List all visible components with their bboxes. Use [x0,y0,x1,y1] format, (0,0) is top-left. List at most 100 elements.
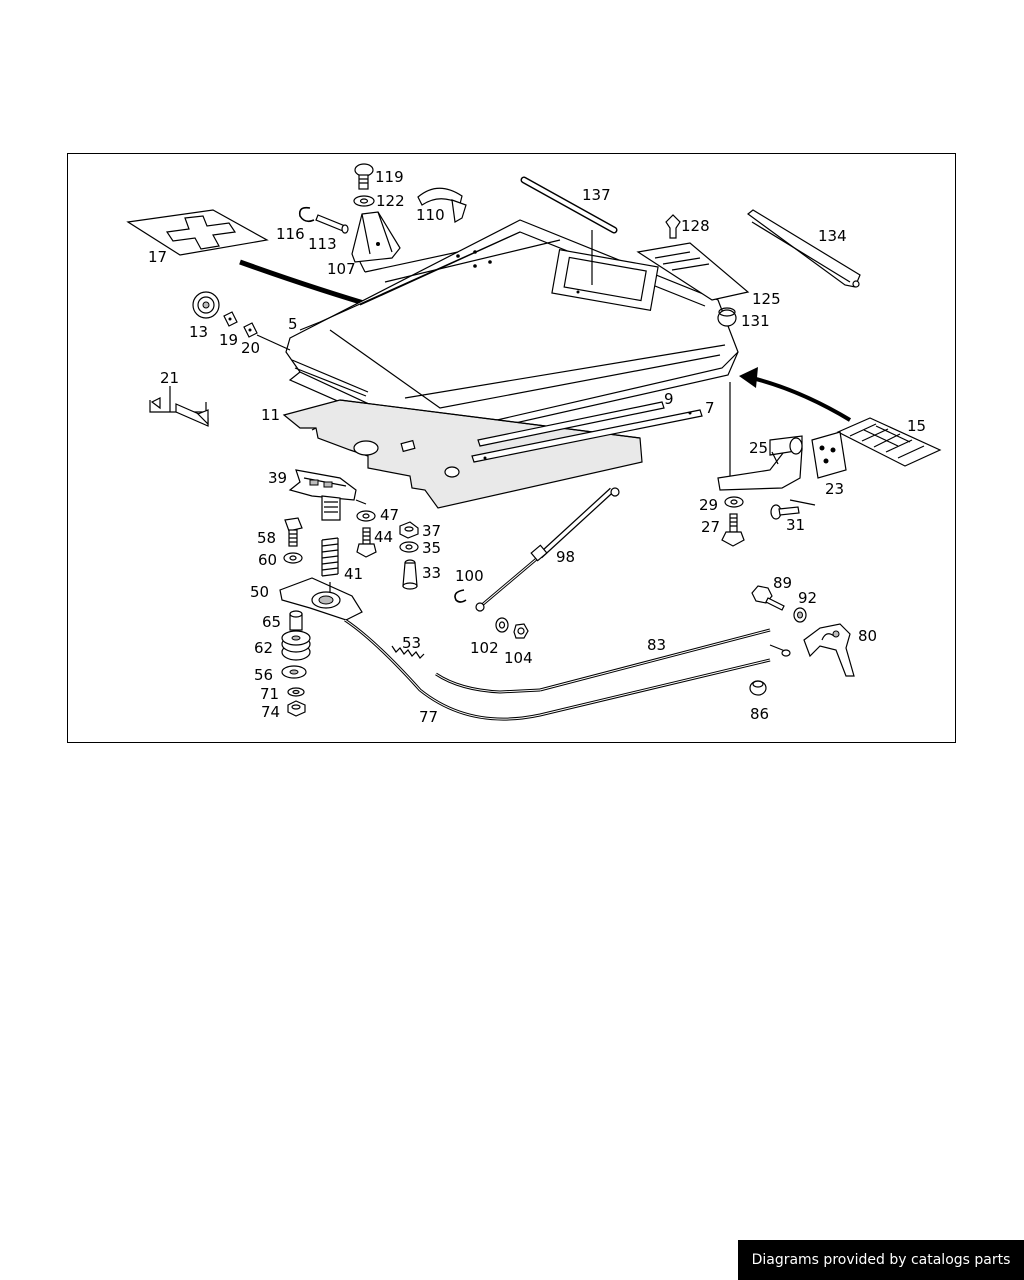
part-102-washer [495,617,509,633]
label-134: 134 [818,227,847,245]
label-83: 83 [647,636,666,654]
part-125-pad [636,242,750,301]
part-44-bolt [356,527,377,558]
part-41-spring [321,537,339,577]
label-119: 119 [375,168,404,186]
label-110: 110 [416,206,445,224]
part-58-bolt [284,517,303,547]
label-23: 23 [825,480,844,498]
label-11: 11 [261,406,280,424]
label-122: 122 [376,192,405,210]
label-31: 31 [786,516,805,534]
part-7-strip [471,409,703,463]
label-20: 20 [241,339,260,357]
label-7: 7 [705,399,715,417]
part-83-rod [539,628,791,692]
part-19-clip [223,311,238,327]
part-65-sleeve [289,610,303,631]
part-27-bolt [721,513,745,547]
label-53: 53 [402,634,421,652]
part-128-clip [665,214,681,239]
part-137-rod [520,176,618,285]
label-128: 128 [681,217,710,235]
part-17-decal [126,209,269,256]
part-9-strip [477,401,665,447]
label-15: 15 [907,417,926,435]
part-15-decal [836,417,942,467]
label-19: 19 [219,331,238,349]
label-89: 89 [773,574,792,592]
part-20-clip [243,322,291,351]
label-80: 80 [858,627,877,645]
label-92: 92 [798,589,817,607]
label-29: 29 [699,496,718,514]
label-56: 56 [254,666,273,684]
part-13-grommet [192,291,220,319]
part-80-latch-handle [803,623,855,677]
part-104-nut [513,623,529,639]
label-77: 77 [419,708,438,726]
part-53-spring [391,645,425,659]
part-122-washer [353,195,375,207]
part-25-hinge [717,382,803,491]
part-98-gas-strut [475,487,620,612]
arrow-decal-to-hood-right [739,367,852,422]
label-47: 47 [380,506,399,524]
part-29-washer [724,496,744,508]
label-25: 25 [749,439,768,457]
label-5: 5 [288,315,298,333]
label-21: 21 [160,369,179,387]
part-21-bracket [149,386,209,427]
part-31-screw [770,499,816,520]
part-134-strip [747,209,861,288]
label-137: 137 [582,186,611,204]
label-39: 39 [268,469,287,487]
part-60-washer [283,552,303,564]
label-27: 27 [701,518,720,536]
label-102: 102 [470,639,499,657]
label-50: 50 [250,583,269,601]
label-125: 125 [752,290,781,308]
part-116-clip [298,206,315,223]
label-100: 100 [455,567,484,585]
label-65: 65 [262,613,281,631]
part-89-bolt [751,585,785,611]
label-86: 86 [750,705,769,723]
label-62: 62 [254,639,273,657]
part-33-bumper [402,559,418,590]
label-104: 104 [504,649,533,667]
label-98: 98 [556,548,575,566]
part-107-bracket [351,211,459,273]
label-37: 37 [422,522,441,540]
label-74: 74 [261,703,280,721]
label-9: 9 [664,390,674,408]
part-35-washer [399,541,419,553]
part-47-washer [356,510,376,522]
part-92-clip [793,607,807,623]
part-86-bumper [749,680,767,696]
label-71: 71 [260,685,279,703]
label-41: 41 [344,565,363,583]
label-60: 60 [258,551,277,569]
part-37-nut [399,521,419,539]
part-77-cable [344,618,771,721]
label-35: 35 [422,539,441,557]
part-50-plate [279,577,363,621]
label-113: 113 [308,235,337,253]
part-100-clip [454,589,467,603]
part-71-washer [287,687,305,697]
label-58: 58 [257,529,276,547]
part-23-plate [811,431,847,479]
part-74-nut [287,700,306,717]
part-39-latch [288,469,367,521]
label-44: 44 [374,528,393,546]
label-116: 116 [276,225,305,243]
part-113-pin [315,214,349,234]
footer-credit: Diagrams provided by catalogs parts [738,1240,1024,1280]
part-119-screw [354,163,374,190]
label-13: 13 [189,323,208,341]
part-5-hood [285,219,739,441]
part-62-bushing [281,630,311,661]
label-107: 107 [327,260,356,278]
